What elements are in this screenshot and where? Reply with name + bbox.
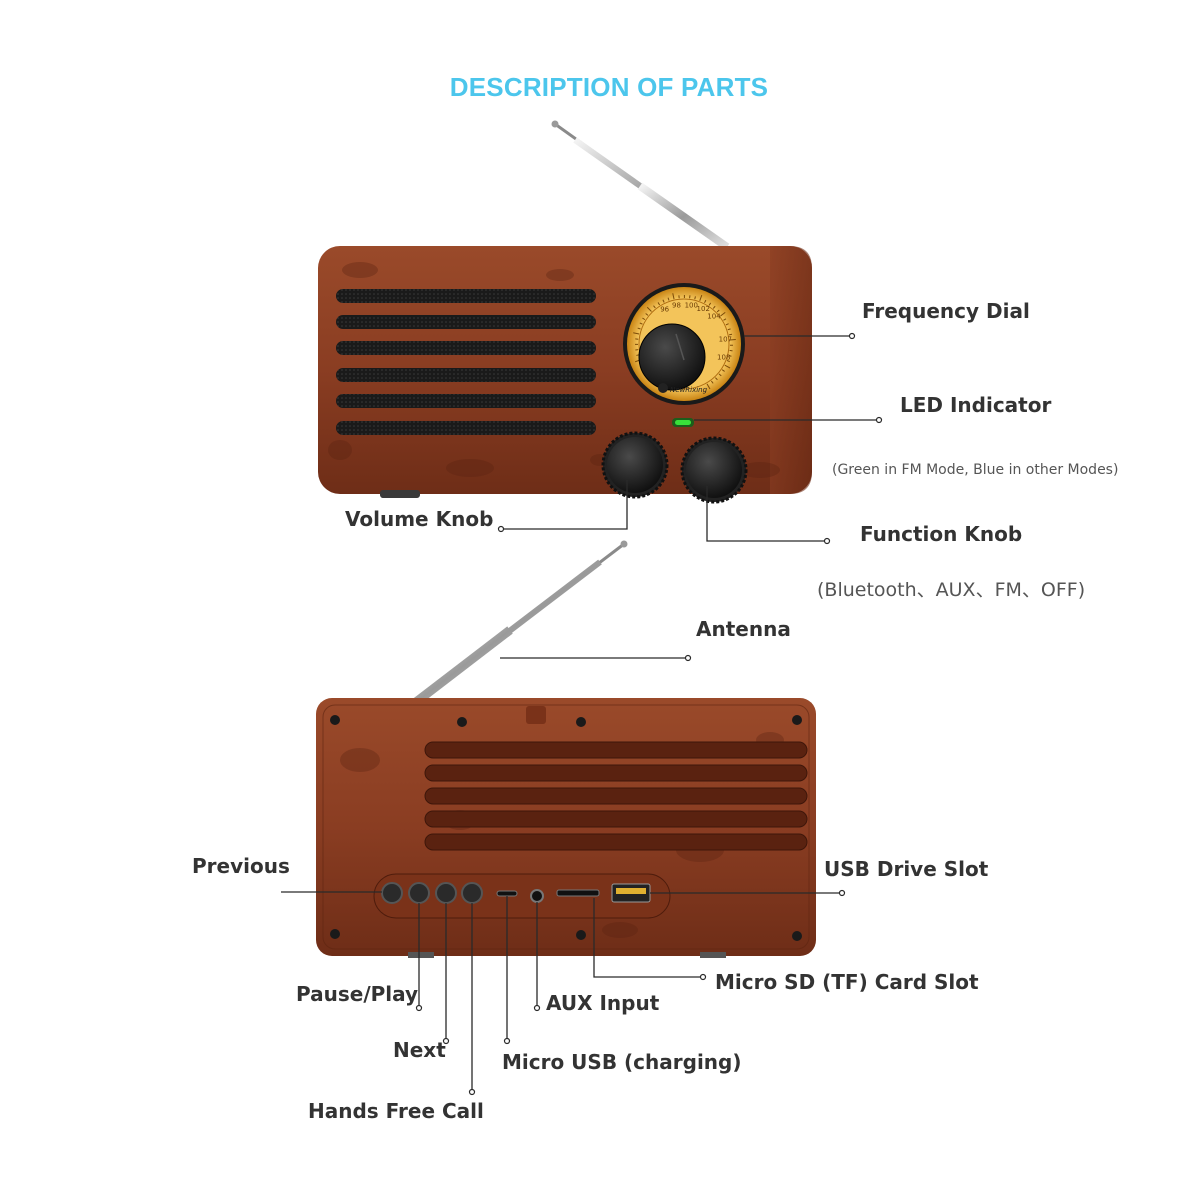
- control-panel: [373, 873, 671, 919]
- dial-tick: [672, 293, 675, 300]
- label-aux-input: AUX Input: [546, 991, 660, 1015]
- dial-number: 102: [697, 305, 710, 313]
- dial-tick: [662, 299, 665, 303]
- label-volume-knob: Volume Knob: [345, 507, 494, 531]
- dial-tick: [721, 369, 725, 372]
- label-next: Next: [393, 1038, 446, 1062]
- label-led-indicator: LED Indicator: [900, 393, 1052, 417]
- dial-tick: [725, 323, 729, 326]
- label-previous: Previous: [192, 854, 290, 878]
- micro-usb-port: [496, 890, 518, 897]
- dial-tick: [720, 311, 726, 317]
- function-knob: [680, 436, 748, 504]
- next-button: [435, 882, 457, 904]
- dial-tick: [667, 297, 670, 301]
- dial-number: 108: [717, 353, 730, 361]
- leader-dots: [415, 332, 883, 1096]
- volume-knob: [601, 431, 669, 499]
- dial-tick: [715, 377, 718, 381]
- dial-number: 96: [660, 306, 669, 314]
- dial-number: 107: [719, 335, 732, 343]
- dial-tick: [639, 322, 643, 325]
- back-vent-slots: [424, 741, 808, 851]
- label-antenna: Antenna: [696, 617, 791, 641]
- dial-tick: [716, 309, 720, 313]
- label-function-knob: Function Knob: [860, 522, 1023, 546]
- label-frequency-dial: Frequency Dial: [862, 299, 1030, 323]
- dial-tick: [637, 327, 641, 330]
- dial-tick: [706, 383, 711, 390]
- dial-tick: [712, 305, 716, 309]
- dial-number: 100: [685, 301, 698, 309]
- front-antenna: [551, 120, 730, 251]
- label-hands-free-call: Hands Free Call: [308, 1099, 484, 1123]
- label-led-note: (Green in FM Mode, Blue in other Modes): [832, 462, 1119, 478]
- dial-tick: [645, 313, 649, 316]
- dial-tick: [710, 380, 714, 384]
- leader-lines: [281, 335, 879, 1092]
- dial-tick: [723, 318, 727, 321]
- call-button: [461, 882, 483, 904]
- dial-tick: [724, 364, 731, 369]
- led-indicator: [672, 418, 694, 427]
- dial-tick: [728, 333, 733, 336]
- label-micro-usb: Micro USB (charging): [502, 1050, 742, 1074]
- dial-tick: [718, 373, 722, 377]
- aux-jack: [530, 889, 544, 903]
- pause-play-button: [408, 882, 430, 904]
- brand-logo-text: NewRixing: [670, 386, 708, 394]
- dial-tick: [633, 332, 640, 335]
- front-speaker-grille: [336, 289, 596, 435]
- dial-tick: [727, 328, 731, 331]
- dial-tick: [646, 306, 652, 312]
- label-pause-play: Pause/Play: [296, 982, 419, 1006]
- dial-tick: [699, 294, 703, 301]
- back-radio-body: [316, 698, 816, 958]
- sd-card-slot: [556, 889, 600, 897]
- label-micro-sd-slot: Micro SD (TF) Card Slot: [715, 970, 979, 994]
- label-usb-drive-slot: USB Drive Slot: [824, 857, 989, 881]
- label-function-modes: (Bluetooth、AUX、FM、OFF): [817, 579, 1086, 601]
- dial-tick: [728, 355, 732, 357]
- dial-tick: [704, 299, 707, 304]
- dial-tick: [653, 305, 656, 309]
- dial-tick: [726, 360, 730, 363]
- dial-tick: [708, 302, 712, 306]
- dial-number: 104: [707, 313, 721, 321]
- previous-button: [381, 882, 403, 904]
- dial-tick: [729, 338, 736, 341]
- dial-tick: [657, 302, 661, 306]
- dial-tick: [642, 317, 646, 321]
- dial-tick: [694, 296, 696, 300]
- dial-number: 98: [672, 302, 681, 310]
- page-title: DESCRIPTION OF PARTS: [449, 72, 769, 102]
